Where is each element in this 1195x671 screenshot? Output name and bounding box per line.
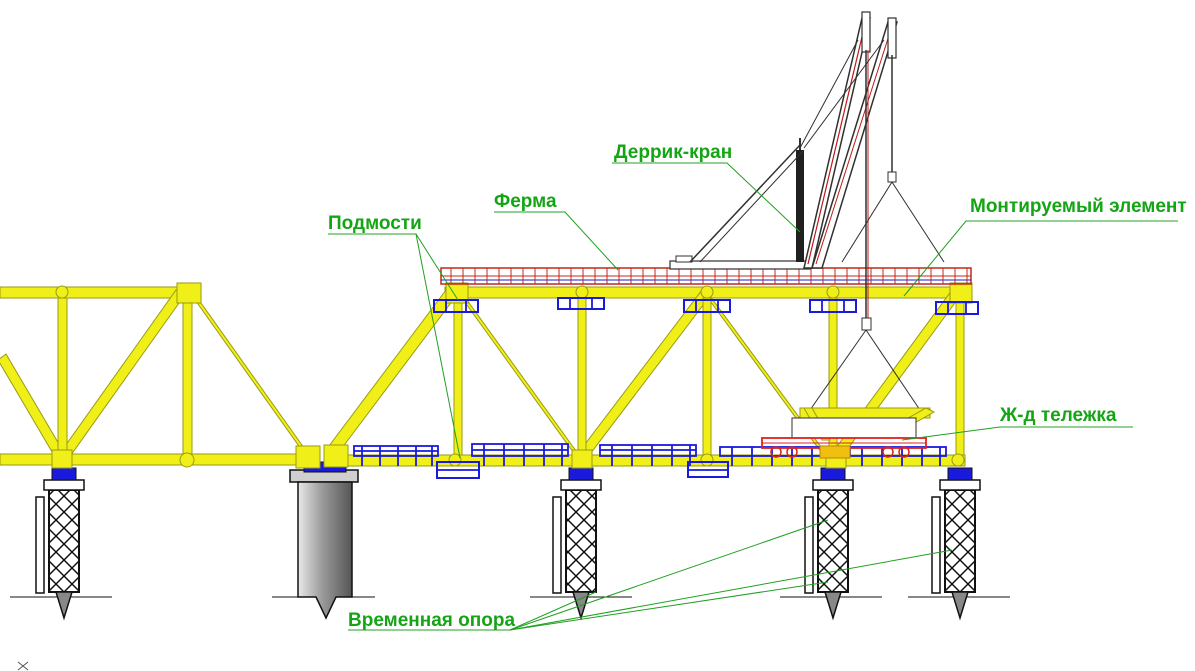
label-rail-trolley: Ж-д тележка bbox=[999, 405, 1117, 426]
temporary-support-2 bbox=[530, 467, 632, 621]
label-temporary-support: Временная опора bbox=[348, 610, 515, 631]
erection-truss bbox=[323, 282, 973, 469]
label-derrick-crane: Деррик-кран bbox=[614, 142, 732, 163]
temporary-support-3 bbox=[780, 467, 882, 621]
label-mounted-element: Монтируемый элемент bbox=[970, 196, 1187, 217]
permanent-pier bbox=[272, 461, 375, 620]
temporary-support-1 bbox=[10, 467, 112, 621]
temporary-supports bbox=[10, 467, 1010, 621]
left-truss bbox=[0, 282, 321, 469]
label-scaffolding: Подмости bbox=[328, 213, 422, 234]
cross-mark bbox=[17, 661, 29, 671]
leader-lines bbox=[328, 162, 1178, 631]
labels: Деррик-кран Ферма Подмости Монтируемый э… bbox=[328, 142, 1187, 631]
temporary-support-4 bbox=[908, 467, 1010, 621]
crane-rail bbox=[440, 267, 972, 285]
rail-trolley bbox=[761, 417, 927, 459]
derrick-crane bbox=[669, 11, 945, 411]
scaffolding bbox=[353, 297, 979, 479]
label-truss: Ферма bbox=[494, 191, 557, 212]
